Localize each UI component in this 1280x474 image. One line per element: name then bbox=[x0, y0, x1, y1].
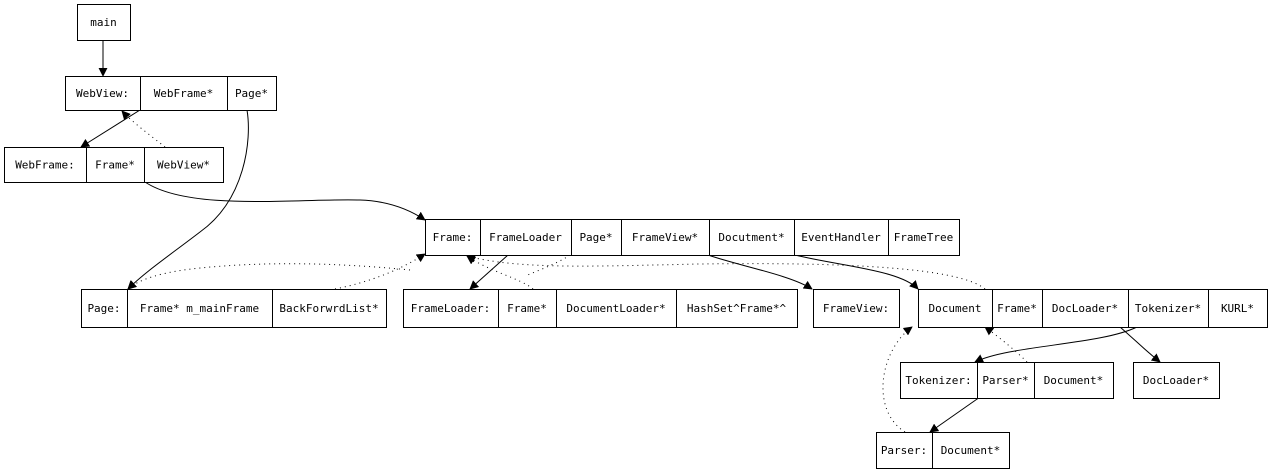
node-frame: Frame: FrameLoader Page* FrameView* Docutmen… bbox=[425, 219, 960, 256]
field-label: EventHandler bbox=[801, 231, 881, 244]
edge-webview-page bbox=[127, 109, 249, 290]
edge-frame-pageptr bbox=[524, 254, 571, 277]
field-label: FrameTree bbox=[894, 231, 954, 244]
node-box bbox=[918, 289, 1268, 328]
field-label: FrameLoader: bbox=[411, 302, 490, 315]
field-label: Document* bbox=[941, 444, 1001, 457]
node-box bbox=[900, 362, 1114, 399]
node-box bbox=[65, 76, 277, 111]
node-frameview: FrameView: bbox=[813, 289, 900, 328]
field-label: FrameView: bbox=[823, 302, 889, 315]
edge-document-docloader bbox=[1119, 326, 1161, 363]
node-box bbox=[4, 147, 224, 183]
edge-tokenizer-parser bbox=[929, 396, 981, 433]
node-box bbox=[876, 432, 1010, 469]
field-label: WebFrame: bbox=[15, 159, 75, 172]
edge-frame-frameloader bbox=[469, 254, 509, 290]
field-label: Page* bbox=[235, 87, 268, 100]
edges-layer bbox=[80, 40, 1161, 433]
edge-document-tokenizer bbox=[974, 326, 1138, 363]
edge-webframe-frame bbox=[144, 181, 426, 221]
field-label: KURL* bbox=[1221, 302, 1254, 315]
node-webview: WebView: WebFrame* Page* bbox=[65, 76, 277, 111]
field-label: Frame: bbox=[433, 231, 473, 244]
field-label: FrameLoader bbox=[489, 231, 562, 244]
field-label: WebFrame* bbox=[154, 87, 214, 100]
field-label: Frame* bbox=[997, 302, 1037, 315]
field-label: DocLoader* bbox=[1052, 302, 1118, 315]
field-label: FrameView* bbox=[632, 231, 698, 244]
node-tokenizer: Tokenizer: Parser* Document* bbox=[900, 362, 1114, 399]
field-label: Frame* bbox=[95, 159, 135, 172]
field-label: Document* bbox=[1044, 374, 1104, 387]
field-label: WebView* bbox=[157, 159, 210, 172]
field-label: Page: bbox=[87, 302, 120, 315]
field-label: Tokenizer* bbox=[1135, 302, 1201, 315]
node-main: main bbox=[77, 4, 131, 41]
field-label: Document bbox=[929, 302, 982, 315]
edge-frame-frameview bbox=[707, 254, 813, 290]
node-webframe: WebFrame: Frame* WebView* bbox=[4, 147, 224, 183]
edge-page-frame bbox=[334, 253, 426, 290]
field-label: Parser* bbox=[982, 374, 1028, 387]
edge-frame-page bbox=[127, 263, 411, 290]
edge-tokenizer-document bbox=[984, 326, 1028, 363]
field-label: Parser: bbox=[881, 444, 927, 457]
field-label: Frame* m_mainFrame bbox=[140, 302, 259, 315]
node-box bbox=[1133, 362, 1220, 399]
field-label: WebView: bbox=[76, 87, 129, 100]
node-frameloader: FrameLoader: Frame* DocumentLoader* HashSet… bbox=[403, 289, 798, 328]
edge-webframe-webview bbox=[121, 110, 166, 148]
node-document: Document Frame* DocLoader* Tokenizer* KURL* bbox=[918, 289, 1268, 328]
field-label: Tokenizer: bbox=[905, 374, 971, 387]
node-box bbox=[813, 289, 900, 328]
node-box bbox=[77, 4, 131, 41]
node-docloader: DocLoader* bbox=[1133, 362, 1220, 399]
field-label: HashSet^Frame*^ bbox=[687, 302, 787, 315]
node-parser: Parser: Document* bbox=[876, 432, 1010, 469]
edge-frameloader-frame bbox=[466, 255, 534, 290]
node-box bbox=[81, 289, 387, 328]
field-label: Frame* bbox=[507, 302, 547, 315]
field-label: DocumentLoader* bbox=[566, 302, 665, 315]
field-label: Docutment* bbox=[718, 231, 784, 244]
field-label: main bbox=[90, 16, 117, 29]
field-label: Page* bbox=[579, 231, 612, 244]
node-box bbox=[403, 289, 798, 328]
field-label: BackForwrdList* bbox=[279, 302, 378, 315]
node-page: Page: Frame* m_mainFrame BackForwrdList* bbox=[81, 289, 387, 328]
node-box bbox=[425, 219, 960, 256]
edge-frame-document bbox=[794, 254, 919, 290]
field-label: DocLoader* bbox=[1143, 374, 1209, 387]
edge-webview-webframe bbox=[80, 109, 141, 148]
